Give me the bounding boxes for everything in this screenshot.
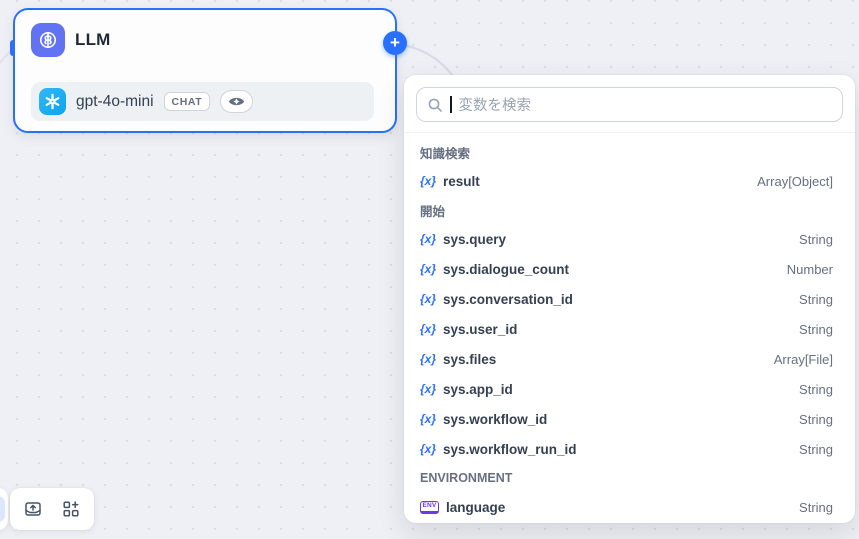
variable-type: String: [799, 441, 833, 457]
variable-icon: {x}: [420, 442, 437, 456]
vision-eye-icon: [220, 90, 254, 113]
canvas-toolbar: [10, 488, 94, 530]
variable-name: sys.user_id: [443, 321, 518, 337]
variable-name: sys.conversation_id: [443, 291, 573, 307]
variable-row[interactable]: {x} sys.files Array[File]: [404, 344, 855, 374]
variable-name: sys.workflow_run_id: [443, 441, 577, 457]
add-block-icon: [63, 501, 79, 517]
add-node-button[interactable]: +: [383, 31, 407, 55]
variable-name: result: [443, 173, 480, 189]
search-input[interactable]: 変数を検索: [416, 87, 843, 122]
add-block-button[interactable]: [62, 500, 80, 518]
variable-row[interactable]: {x} sys.app_id String: [404, 374, 855, 404]
variable-picker-panel: 変数を検索 知識検索 {x} result Array[Object] 開始 {…: [404, 75, 855, 523]
llm-brain-icon: [31, 23, 65, 57]
variable-name: sys.dialogue_count: [443, 261, 570, 277]
toolbar-pill-cutoff[interactable]: [0, 488, 8, 530]
variable-icon: {x}: [420, 292, 437, 306]
variable-icon: {x}: [420, 174, 437, 188]
variable-name: sys.files: [443, 351, 497, 367]
variable-row[interactable]: {x} sys.query String: [404, 224, 855, 254]
node-title: LLM: [75, 30, 111, 49]
organize-tray-button[interactable]: [24, 500, 42, 518]
variable-type: String: [799, 321, 833, 337]
active-tool-highlight: [0, 496, 5, 522]
variable-type: Array[Object]: [757, 173, 833, 189]
variable-icon: {x}: [420, 412, 437, 426]
variable-name: sys.workflow_id: [443, 411, 548, 427]
variable-group-label: ENVIRONMENT: [420, 471, 513, 485]
env-icon: ENV: [420, 500, 439, 514]
variable-list: 知識検索 {x} result Array[Object] 開始 {x} sys…: [404, 133, 855, 523]
variable-row[interactable]: {x} sys.workflow_id String: [404, 404, 855, 434]
llm-node[interactable]: LLM gpt-4o-mini CHAT: [10, 8, 397, 133]
search-placeholder: 変数を検索: [458, 98, 532, 114]
model-selector[interactable]: gpt-4o-mini CHAT: [31, 82, 374, 121]
variable-row[interactable]: {x} sys.dialogue_count Number: [404, 254, 855, 284]
variable-type: String: [799, 499, 833, 515]
variable-name: sys.app_id: [443, 381, 513, 397]
variable-row[interactable]: {x} sys.user_id String: [404, 314, 855, 344]
variable-type: Array[File]: [773, 351, 833, 367]
panel-divider: [404, 132, 855, 133]
variable-type: String: [799, 231, 833, 247]
variable-icon: {x}: [420, 262, 437, 276]
variable-row[interactable]: {x} sys.workflow_run_id String: [404, 434, 855, 464]
node-input-handle[interactable]: [10, 40, 15, 56]
variable-name: sys.query: [443, 231, 507, 247]
openai-icon: [39, 88, 66, 115]
variable-type: String: [799, 291, 833, 307]
variable-icon: {x}: [420, 352, 437, 366]
import-tray-icon: [25, 502, 41, 516]
variable-type: String: [799, 381, 833, 397]
variable-row[interactable]: ENV language String: [404, 492, 855, 522]
search-icon: [428, 98, 442, 112]
variable-icon: {x}: [420, 232, 437, 246]
variable-icon: {x}: [420, 382, 437, 396]
variable-type: String: [799, 411, 833, 427]
variable-group-label: 開始: [420, 204, 446, 219]
chat-mode-badge: CHAT: [163, 91, 211, 112]
variable-icon: {x}: [420, 322, 437, 336]
text-caret: [450, 96, 452, 113]
model-name: gpt-4o-mini: [76, 92, 154, 110]
variable-row[interactable]: {x} result Array[Object]: [404, 166, 855, 196]
variable-name: language: [445, 499, 506, 515]
variable-group-label: 知識検索: [420, 146, 471, 161]
variable-type: Number: [786, 261, 833, 277]
variable-row[interactable]: {x} sys.conversation_id String: [404, 284, 855, 314]
